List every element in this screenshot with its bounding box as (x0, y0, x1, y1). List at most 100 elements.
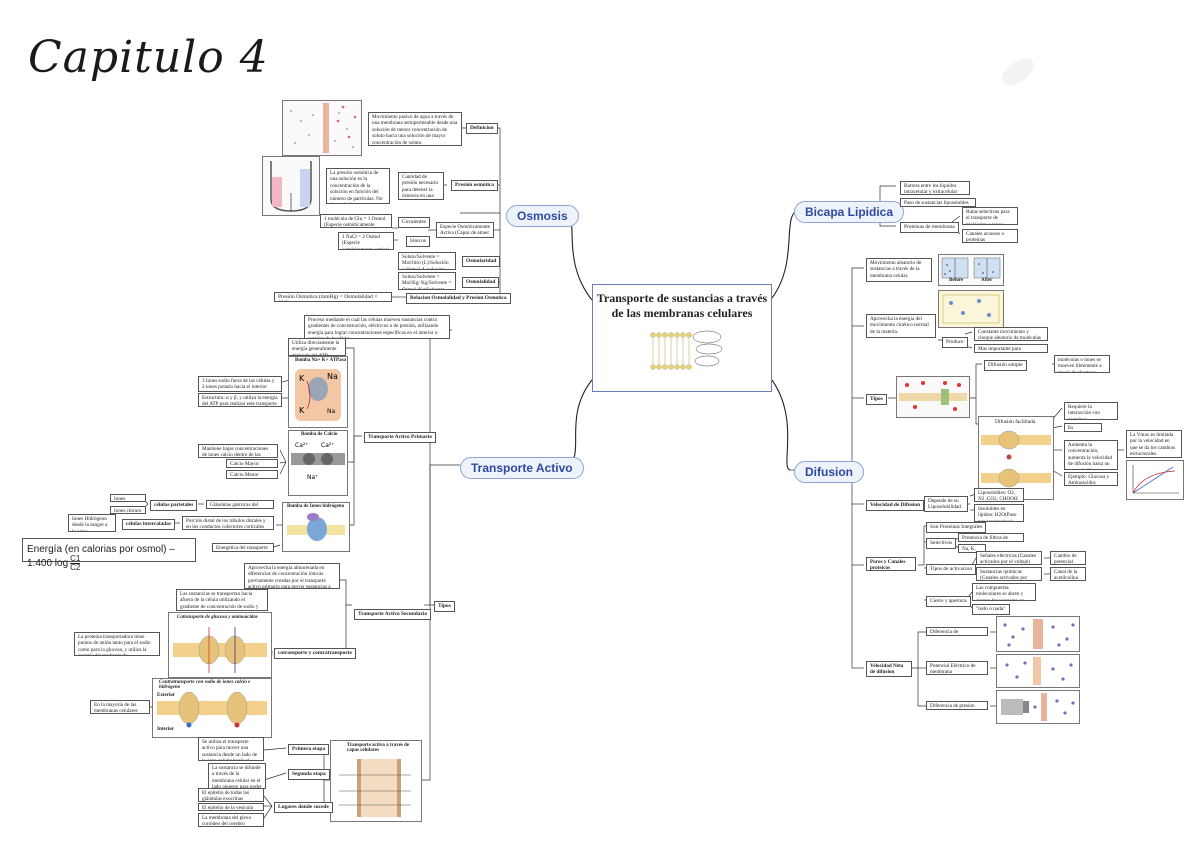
ionicos-label[interactable]: Iónicos (406, 236, 430, 247)
lugar-plexo: La membrana del plexo coroideo del cereb… (198, 813, 264, 827)
bicapa-item-rutas: Rutas selectivas para el transporte de m… (962, 207, 1018, 225)
svg-text:Na⁺: Na⁺ (307, 474, 318, 481)
tipos-activo-label[interactable]: Tipos (434, 601, 455, 612)
concentration-icon (1003, 619, 1075, 649)
countertransport-protein-icon (157, 691, 267, 728)
produce-choques: Constante movimiento y choque aleatorio … (974, 327, 1048, 341)
diffusion-types-image (896, 376, 970, 418)
glandulas-gastricas: Glándulas gástricas del estómago (206, 500, 274, 509)
primera-etapa-label[interactable]: Primera etapa (288, 744, 330, 755)
membranas-celulares: En la mayoría de las membranas celulares (90, 700, 150, 714)
sodium-potassium-pump-illustration: K Na K Na (295, 369, 341, 421)
branch-bicapa-lipidica[interactable]: Bicapa Lipidica (794, 201, 905, 223)
neta-concentraciones: Diferencia de concentraciones (926, 627, 988, 636)
branch-transporte-activo[interactable]: Transporte Activo (460, 457, 584, 479)
epithelium-icon (339, 759, 411, 817)
iones-selectivos: Na, K, Ca (958, 544, 986, 553)
contratransporte-title: Contratransporte con sodio de iones calc… (159, 680, 251, 690)
difusion-definition: Movimiento aleatorio de sustancias a tra… (866, 258, 932, 282)
osmotic-pressure-text: La presión osmótica de una solución es l… (326, 168, 390, 204)
page-title: Capitulo 4 (28, 32, 269, 83)
concentration-image (996, 616, 1080, 652)
svg-text:Na: Na (327, 372, 338, 381)
difusion-facilitada-label: Difusión facilitada (995, 419, 1036, 425)
secundario-definition: Aprovecha la energía almacenada en difer… (244, 563, 340, 589)
tipos-activacion-label[interactable]: Tipos de activacion (926, 564, 977, 575)
canal-ligando: Sustancias químicas (Canales activados p… (976, 567, 1042, 581)
bicapa-item-liposolubles: Paso de sustancias liposolubles (900, 198, 976, 207)
primera-etapa-text: Se utiliza el transporte activo para mov… (198, 737, 264, 761)
velocidad-difusion-label[interactable]: Velocidad de Difusion (866, 500, 925, 511)
proton-pump-image: Bomba de Iones hidrógeno (282, 502, 350, 552)
proteinas-integrales[interactable]: Son Proteinas Integrales (926, 522, 987, 533)
facilitated-diffusion-image: Difusión facilitada (978, 416, 1054, 500)
presion-osmotica-label[interactable]: Presión osmótica (451, 180, 498, 191)
transporte-primario-label[interactable]: Transporte Activo Primario (364, 432, 436, 443)
produce-importante: Mas importante para movimiento (974, 344, 1048, 353)
cotransport-image: Cotransporte de glucosa y aminoácidos (168, 612, 272, 678)
depende-liposolubilidad: Depende de su Liposolubilidad (924, 496, 968, 512)
vmax-node: La Vmax es limitada por la velocidad en … (1126, 430, 1182, 458)
velocidad-neta-label[interactable]: Velocidad Neta de difusion (Influencias) (866, 661, 912, 677)
cierre-apertura-label[interactable]: Cierre y apertura (926, 596, 971, 607)
segunda-etapa-label[interactable]: Segunda etapa (288, 769, 330, 780)
bomba-calcio-title: Bomba de Calcio (301, 432, 338, 437)
cotransporte-contratransporte-label[interactable]: cotransporte y contratransporte (274, 648, 356, 659)
transporte-secundario-label[interactable]: Transporte Activo Secundario (354, 609, 432, 620)
proton-pump-illustration (287, 513, 345, 541)
osmotic-pressure-image (262, 156, 320, 216)
osmotic-pressure-definition: Cantidad de presión necesaria para deten… (398, 172, 444, 200)
kinetic-energy-image (938, 290, 1004, 328)
osmolalidad-label[interactable]: Osmolalidad (462, 277, 500, 288)
selectivos-label[interactable]: Selectivos (926, 538, 957, 549)
facilitada-bidireccional: Es bidireccional (1064, 423, 1102, 432)
svg-text:K: K (299, 406, 305, 415)
todo-o-nada[interactable]: "todo o nada" (972, 604, 1010, 615)
difusion-simple-label[interactable]: Difusión simple (984, 360, 1027, 371)
calcium-pump-image: Bomba de Calcio Ca²⁺ Ca²⁺ Na⁺ (288, 430, 348, 496)
svg-text:Na: Na (327, 408, 335, 415)
velocity-curve-icon (1132, 465, 1179, 494)
exterior-label: Exterior (157, 693, 176, 698)
energy-formula: Energía (en calorias por osmol) – 1.400 … (22, 538, 196, 572)
central-topic-label: Transporte de sustancias a través de las… (596, 291, 768, 320)
central-topic[interactable]: Transporte de sustancias a través de las… (592, 284, 772, 392)
relacion-formula: Presión Osmótica (mmHg) = Osmolalidad × … (274, 292, 392, 302)
activo-definition: Proceso mediante el cual las células mue… (304, 315, 450, 339)
celulas-intercaladas[interactable]: células intercaladas (122, 519, 175, 530)
branch-osmosis[interactable]: Osmosis (506, 205, 579, 227)
cambio-potencial: Cambio de potencial (1050, 551, 1086, 565)
molecules-icon (942, 294, 1000, 324)
branch-difusion[interactable]: Difusion (794, 461, 864, 483)
relacion-osmolalidad-label[interactable]: Relacion Osmolalidad y Presion Osmotica (406, 293, 511, 304)
facilitada-interaccion: Requiere la interacción con proteínas tr… (1064, 402, 1118, 420)
iones-hidrogeno: Iones hidrógeno (110, 494, 146, 502)
celulas-parietales[interactable]: células parietales (150, 500, 198, 511)
osmosis-definicion-label[interactable]: Definicion (466, 123, 498, 134)
calcium-pump-illustration: Ca²⁺ Ca²⁺ Na⁺ (291, 442, 345, 481)
neta-presion: Diferencia de presion (926, 701, 988, 710)
svg-text:K: K (299, 374, 305, 383)
neta-potencial: Potencial Eléctrico de membrana (926, 661, 988, 675)
cotransport-protein-icon (173, 627, 267, 673)
proteinas-membrana-label[interactable]: Proteinas de membrana (900, 222, 959, 233)
lugar-glandulas: El epitelio de todas las glándulas exocr… (198, 788, 264, 802)
produce-label[interactable]: Produce (942, 337, 968, 348)
proteina-transportadora: La proteína transportadora tiene puntos … (74, 632, 160, 656)
u-tube-icon (270, 161, 312, 212)
compuertas-text: Las compuertas moleculares se abren y ci… (972, 583, 1036, 601)
lugares-label[interactable]: Lugares donde sucede (274, 802, 333, 813)
c1-label: C1 (70, 554, 81, 564)
covalentes-label[interactable]: Covalentes (398, 217, 430, 228)
utiliza-atp: Utiliza directamente la energía generalm… (288, 338, 346, 356)
tipos-difusion-label[interactable]: Tipos (866, 394, 887, 405)
membrane-potential-icon (1005, 657, 1073, 685)
osmolaridad-formula: Soluto/Solvente = Mol/litro (L)/Solución… (398, 252, 456, 270)
poros-canales-label[interactable]: Poros y Canales proteicos (866, 557, 916, 571)
osmosis-definition-text: Movimiento pasivo de agua a través de un… (368, 112, 462, 146)
iones-cloruro: Iones cloruro (110, 506, 146, 514)
difusion-aprovecha: Aprovecha la energía del movimiento ciné… (866, 314, 936, 338)
osmolaridad-label[interactable]: Osmolaridad (462, 256, 501, 267)
